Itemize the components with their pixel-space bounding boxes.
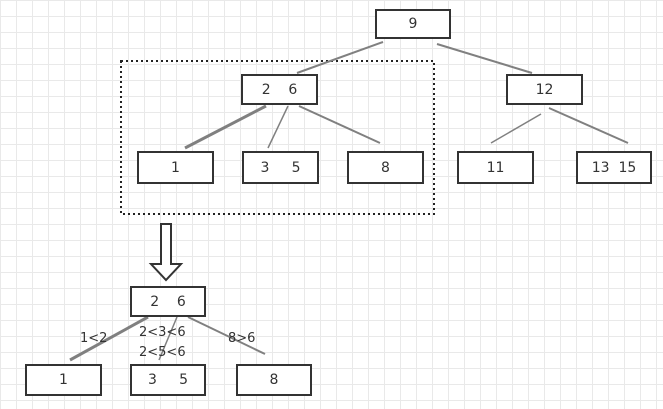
annotation-middle-bottom: 2<5<6 — [139, 345, 186, 360]
leaf-13-15: 13 15 — [576, 151, 652, 184]
edge-12-to-1315 — [548, 107, 629, 144]
edge-sub-26-to-1 — [69, 315, 149, 362]
annotation-left: 1<2 — [80, 331, 108, 346]
leaf-1: 1 — [137, 151, 214, 184]
subtree-leaf-3-5: 3 5 — [130, 364, 206, 396]
node-2-6: 2 6 — [241, 74, 318, 105]
annotation-right: 8>6 — [228, 331, 256, 346]
edge-sub-26-to-35 — [158, 316, 178, 361]
edge-26-to-1 — [184, 104, 267, 150]
edge-9-to-26 — [296, 41, 384, 74]
leaf-8: 8 — [347, 151, 424, 184]
edge-26-to-8 — [298, 105, 381, 144]
leaf-3-5: 3 5 — [242, 151, 319, 184]
node-12: 12 — [506, 74, 583, 105]
edge-12-to-11 — [490, 113, 542, 144]
annotation-middle-top: 2<3<6 — [139, 325, 186, 340]
edge-sub-26-to-8 — [187, 316, 266, 355]
edge-9-to-12 — [436, 43, 533, 74]
edge-26-to-35 — [267, 105, 289, 149]
leaf-11: 11 — [457, 151, 534, 184]
node-root-9: 9 — [375, 9, 451, 39]
subtree-leaf-8: 8 — [236, 364, 312, 396]
subtree-leaf-1: 1 — [25, 364, 102, 396]
subtree-node-2-6: 2 6 — [130, 286, 206, 317]
highlight-region — [120, 60, 435, 215]
down-arrow-icon — [148, 223, 184, 282]
